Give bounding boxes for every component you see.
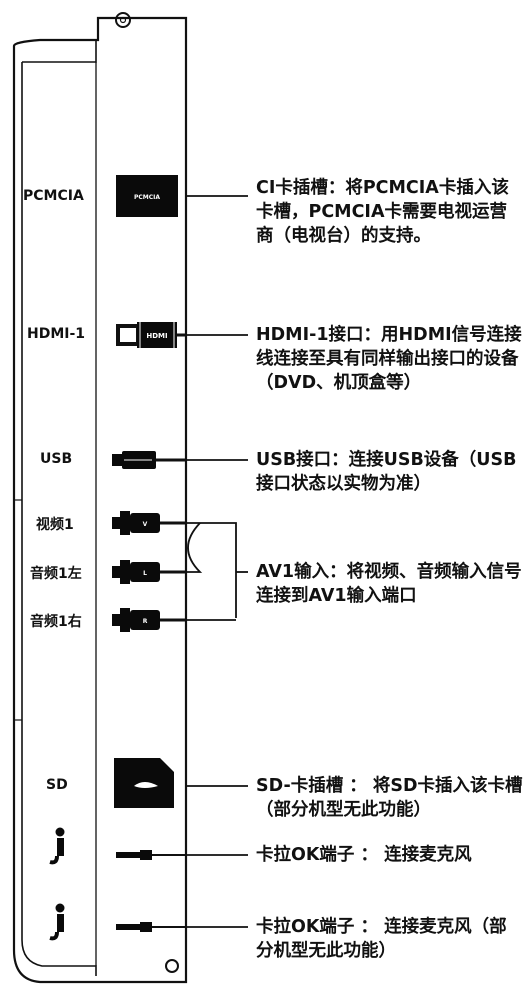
- sd-card-slot: [114, 758, 174, 808]
- port-label-pcmcia: PCMCIA: [23, 188, 84, 204]
- description-usb: USB接口：连接USB设备（USB接口状态以实物为准）: [256, 450, 517, 494]
- hdmi-plug-label: HDMI: [146, 332, 167, 340]
- karaoke-jack-2: [116, 922, 186, 932]
- description-karaoke-2: 卡拉OK端子 ： 连接麦克风（部分机型无此功能）: [256, 917, 507, 961]
- port-label-hdmi1: HDMI-1: [27, 326, 86, 342]
- panel-outline: [12, 16, 188, 984]
- pcmcia-slot: PCMCIA: [116, 175, 178, 217]
- svg-text:L: L: [143, 570, 147, 577]
- rca-plug-video1: V: [112, 511, 186, 535]
- description-karaoke-1: 卡拉OK端子 ： 连接麦克风: [256, 845, 472, 865]
- pcmcia-chip-label: PCMCIA: [134, 194, 160, 201]
- usb-plug: [112, 451, 186, 469]
- port-label-usb: USB: [40, 451, 73, 467]
- port-label-audio1-left: 音频1左: [30, 566, 82, 582]
- screw-hole-bottom: [165, 959, 179, 973]
- karaoke-jack-1: [116, 850, 186, 860]
- port-label-audio1-right: 音频1右: [30, 614, 82, 630]
- description-pcmcia: CI卡插槽：将PCMCIA卡插入该卡槽，PCMCIA卡需要电视运营商（电视台）的…: [256, 178, 509, 246]
- screw-hole-inner-top: [119, 16, 127, 24]
- hdmi-plug: HDMI: [116, 322, 186, 348]
- description-sd: SD-卡插槽 ： 将SD卡插入该卡槽（部分机型无此功能）: [256, 776, 523, 820]
- rca-plug-audio1-left: L: [112, 560, 186, 584]
- leader-lines: [186, 195, 248, 928]
- port-label-sd: SD: [46, 777, 68, 793]
- screw-hole-top: [115, 12, 131, 28]
- microphone-icon: [49, 827, 65, 865]
- port-label-video1: 视频1: [36, 517, 74, 533]
- description-hdmi1: HDMI-1接口：用HDMI信号连接线连接至具有同样输出接口的设备（DVD、机顶…: [256, 325, 522, 393]
- svg-text:V: V: [143, 521, 148, 528]
- rca-plug-audio1-right: R: [112, 608, 186, 632]
- microphone-icon: [49, 903, 65, 941]
- description-av1: AV1输入：将视频、音频输入信号连接到AV1输入端口: [256, 562, 522, 606]
- svg-text:R: R: [143, 618, 148, 625]
